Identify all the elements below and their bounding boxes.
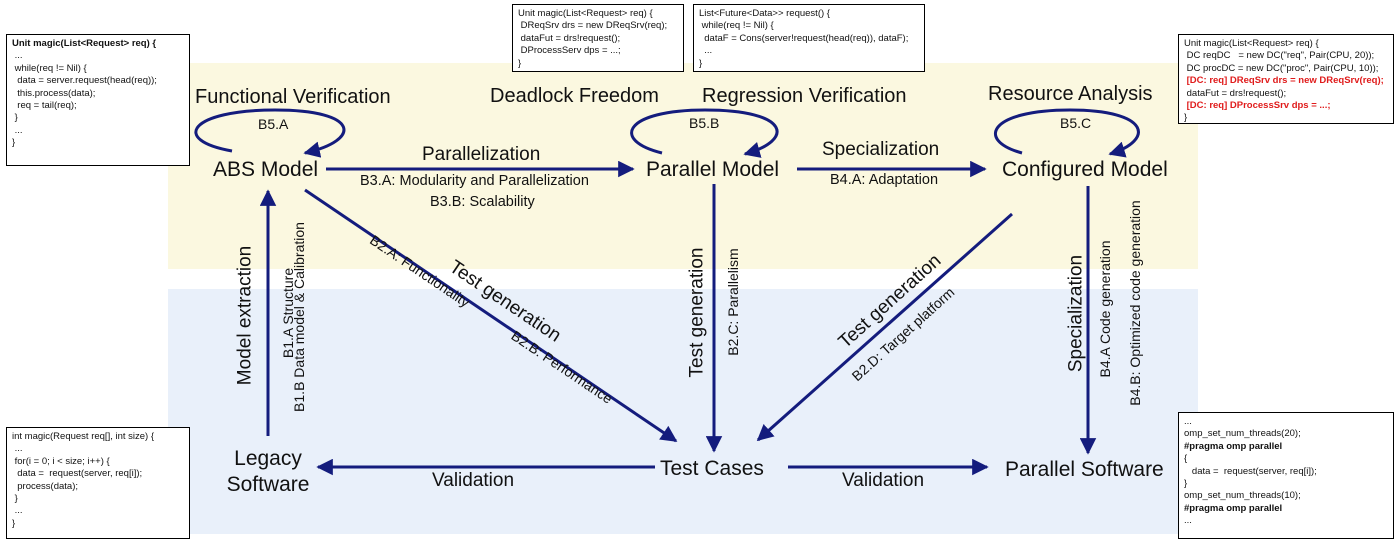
loop-arrow-b5c bbox=[993, 108, 1140, 158]
code-line: DReqSrv drs = new DReqSrv(req); bbox=[518, 20, 668, 32]
code-line: dataF = Cons(server!request(head(req)), … bbox=[699, 32, 909, 44]
code-line: data = server.request(head(req)); bbox=[12, 75, 157, 87]
code-line: #pragma omp parallel bbox=[1184, 502, 1283, 514]
code-line: } bbox=[12, 137, 16, 149]
code-box-abs: Unit magic(List<Request> req) { ... whil… bbox=[6, 34, 190, 166]
edge-label-validation-right: Validation bbox=[842, 470, 925, 491]
code-line: } bbox=[12, 493, 18, 505]
code-line: List<Future<Data>> request() { bbox=[699, 8, 830, 19]
code-line: ... bbox=[1184, 515, 1192, 527]
model-layer-band bbox=[168, 63, 1198, 269]
edge-label-b4a: B4.A: Adaptation bbox=[830, 172, 939, 188]
code-line: ... bbox=[12, 124, 23, 136]
code-line: } bbox=[1184, 478, 1188, 490]
code-box-configured: Unit magic(List<Request> req) { DC reqDC… bbox=[1178, 34, 1394, 124]
section-deadlock-freedom: Deadlock Freedom bbox=[490, 85, 659, 107]
code-line: dataFut = drs!request(); bbox=[1184, 87, 1287, 99]
code-line: } bbox=[12, 517, 16, 529]
loop-label-b5b: B5.B bbox=[689, 115, 720, 131]
code-box-parallel-1: Unit magic(List<Request> req) { DReqSrv … bbox=[512, 4, 684, 72]
node-abs-model: ABS Model bbox=[213, 158, 319, 181]
code-line: Unit magic(List<Request> req) { bbox=[518, 8, 653, 19]
code-line: DC reqDC = new DC("req", Pair(CPU, 20)); bbox=[1184, 50, 1375, 62]
node-configured-model: Configured Model bbox=[1002, 158, 1168, 181]
code-line: int magic(Request req[], int size) { bbox=[12, 431, 155, 442]
code-line: } bbox=[518, 57, 522, 69]
code-line: DC procDC = new DC("proc", Pair(CPU, 10)… bbox=[1184, 62, 1379, 74]
code-box-legacy: int magic(Request req[], int size) { ...… bbox=[6, 427, 190, 539]
software-layer-band bbox=[168, 289, 1198, 534]
edge-label-b3b: B3.B: Scalability bbox=[430, 194, 535, 210]
test-generation-arrow-1 bbox=[304, 188, 678, 443]
code-line: req = tail(req); bbox=[12, 100, 77, 112]
node-legacy-software-line1: Legacy bbox=[234, 447, 302, 470]
code-line: omp_set_num_threads(10); bbox=[1184, 490, 1301, 502]
code-line: omp_set_num_threads(20); bbox=[1184, 428, 1301, 440]
code-line: data = request(server, req[i]); bbox=[1184, 465, 1317, 477]
code-line: DProcessServ dps = ...; bbox=[518, 45, 621, 57]
code-line: data = request(server, req[i]); bbox=[12, 468, 143, 480]
edge-label-specialization-top: Specialization bbox=[822, 139, 940, 160]
node-parallel-model: Parallel Model bbox=[646, 158, 780, 181]
section-functional-verification: Functional Verification bbox=[195, 86, 391, 108]
code-line: ... bbox=[699, 45, 713, 57]
code-line: #pragma omp parallel bbox=[1184, 440, 1283, 452]
code-line: ... bbox=[12, 505, 23, 517]
edge-label-model-extraction: Model extraction bbox=[234, 245, 256, 386]
code-line: while(req != Nil) { bbox=[12, 62, 87, 74]
edge-label-validation-left: Validation bbox=[432, 470, 515, 491]
edge-label-b2c: B2.C: Parallelism bbox=[725, 248, 741, 356]
node-parallel-software: Parallel Software bbox=[1005, 458, 1164, 481]
code-line: } bbox=[12, 112, 18, 124]
loop-label-b5a: B5.A bbox=[258, 116, 289, 132]
edge-label-b4a-code: B4.A Code generation bbox=[1097, 240, 1113, 378]
edge-label-b3a: B3.A: Modularity and Parallelization bbox=[360, 173, 589, 189]
code-line: Unit magic(List<Request> req) { bbox=[12, 38, 157, 49]
code-line: Unit magic(List<Request> req) { bbox=[1184, 38, 1319, 49]
edge-label-b4b-code: B4.B: Optimized code generation bbox=[1127, 200, 1143, 406]
edge-label-specialization-right: Specialization bbox=[1065, 254, 1087, 373]
code-line: process(data); bbox=[12, 480, 78, 492]
code-line: { bbox=[1184, 453, 1188, 465]
code-line: [DC: req] DProcessSrv dps = ...; bbox=[1184, 100, 1331, 112]
edge-label-b1b: B1.B Data model & Calibration bbox=[291, 222, 307, 412]
code-line: while(req != Nil) { bbox=[699, 20, 774, 32]
code-line: for(i = 0; i < size; i++) { bbox=[12, 455, 110, 467]
loop-arrow-b5a bbox=[194, 108, 346, 158]
section-resource-analysis: Resource Analysis bbox=[988, 83, 1153, 105]
code-box-parallel-2: List<Future<Data>> request() { while(req… bbox=[693, 4, 925, 72]
code-line: } bbox=[699, 57, 703, 69]
code-line: ... bbox=[1184, 416, 1192, 427]
node-test-cases: Test Cases bbox=[660, 457, 764, 480]
code-line: this.process(data); bbox=[12, 87, 96, 99]
test-generation-arrow-3 bbox=[756, 212, 1013, 442]
section-regression-verification: Regression Verification bbox=[702, 85, 907, 107]
code-line: ... bbox=[12, 50, 23, 62]
code-line: } bbox=[1184, 112, 1188, 124]
edge-label-test-generation-2: Test generation bbox=[686, 247, 708, 378]
code-box-parallel-software: ... omp_set_num_threads(20); #pragma omp… bbox=[1178, 412, 1394, 539]
code-line: dataFut = drs!request(); bbox=[518, 32, 621, 44]
loop-arrow-b5b bbox=[630, 108, 779, 158]
loop-label-b5c: B5.C bbox=[1060, 115, 1092, 131]
code-line: ... bbox=[12, 443, 23, 455]
edge-label-parallelization: Parallelization bbox=[422, 144, 541, 165]
code-line: [DC: req] DReqSrv drs = new DReqSrv(req)… bbox=[1184, 75, 1384, 87]
node-legacy-software-line2: Software bbox=[226, 473, 310, 496]
